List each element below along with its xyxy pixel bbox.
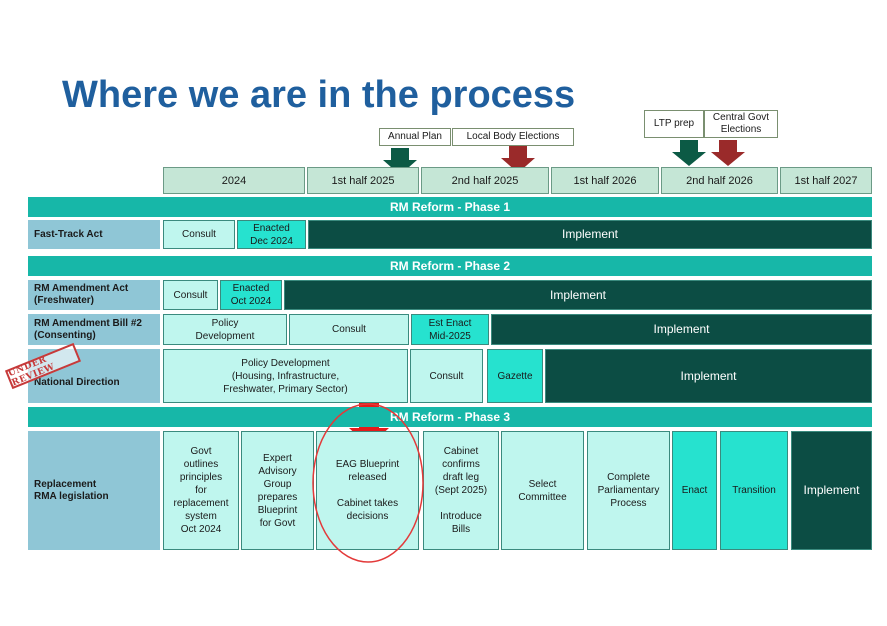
- row-label-rm-amendment-act: RM Amendment Act (Freshwater): [28, 280, 160, 310]
- arrow-down-icon-ltp-prep: [672, 140, 706, 166]
- callout-ltp-prep: LTP prep: [644, 110, 704, 138]
- rm-amendment-act-consult: Consult: [163, 280, 218, 310]
- replacement-enact: Enact: [672, 431, 717, 550]
- rm-amendment-bill-implement: Implement: [491, 314, 872, 345]
- timeline-1h-2026: 1st half 2026: [551, 167, 659, 194]
- fast-track-implement: Implement: [308, 220, 872, 249]
- callout-central-govt-elections: Central Govt Elections: [704, 110, 778, 138]
- row-label-rm-amendment-bill: RM Amendment Bill #2 (Consenting): [28, 314, 160, 345]
- timeline-2h-2026: 2nd half 2026: [661, 167, 778, 194]
- phase-2-bar: RM Reform - Phase 2: [28, 256, 872, 276]
- national-direction-consult: Consult: [410, 349, 483, 403]
- timeline-2024: 2024: [163, 167, 305, 194]
- fast-track-enacted: Enacted Dec 2024: [237, 220, 306, 249]
- national-direction-implement: Implement: [545, 349, 872, 403]
- replacement-transition: Transition: [720, 431, 788, 550]
- arrow-down-icon-local-body: [501, 146, 535, 173]
- page-title: Where we are in the process: [62, 74, 576, 116]
- national-direction-gazette: Gazette: [487, 349, 543, 403]
- phase-1-bar: RM Reform - Phase 1: [28, 197, 872, 217]
- national-direction-policy: Policy Development (Housing, Infrastruct…: [163, 349, 408, 403]
- replacement-govt-principles: Govt outlines principles for replacement…: [163, 431, 239, 550]
- row-label-fast-track-act: Fast-Track Act: [28, 220, 160, 249]
- replacement-cabinet-confirms: Cabinet confirms draft leg (Sept 2025) I…: [423, 431, 499, 550]
- rm-amendment-bill-policy: Policy Development: [163, 314, 287, 345]
- timeline-2h-2025: 2nd half 2025: [421, 167, 549, 194]
- fast-track-consult: Consult: [163, 220, 235, 249]
- rm-amendment-act-enacted: Enacted Oct 2024: [220, 280, 282, 310]
- replacement-implement: Implement: [791, 431, 872, 550]
- rm-amendment-bill-est-enact: Est Enact Mid-2025: [411, 314, 489, 345]
- timeline-1h-2025: 1st half 2025: [307, 167, 419, 194]
- highlight-circle: [312, 403, 424, 563]
- callout-local-body-elections: Local Body Elections: [452, 128, 574, 146]
- replacement-parliamentary-process: Complete Parliamentary Process: [587, 431, 670, 550]
- arrow-down-icon-central-govt: [711, 140, 745, 166]
- rm-amendment-bill-consult: Consult: [289, 314, 409, 345]
- callout-annual-plan: Annual Plan: [379, 128, 451, 146]
- rm-amendment-act-implement: Implement: [284, 280, 872, 310]
- replacement-eag-blueprint: EAG Blueprint released Cabinet takes dec…: [316, 431, 419, 550]
- arrow-down-icon-annual-plan: [383, 148, 417, 175]
- phase-3-bar: RM Reform - Phase 3: [28, 407, 872, 427]
- replacement-select-committee: Select Committee: [501, 431, 584, 550]
- timeline-1h-2027: 1st half 2027: [780, 167, 872, 194]
- row-label-replacement-rma: Replacement RMA legislation: [28, 431, 160, 550]
